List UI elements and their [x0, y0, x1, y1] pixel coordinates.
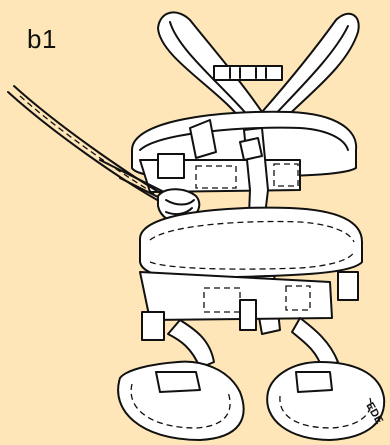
waist-belt-buckle-right	[338, 272, 358, 300]
shoulder-strap-buckle	[214, 66, 282, 80]
connecting-strap-buckle	[240, 138, 262, 160]
sit-harness-waist-belt	[140, 208, 362, 340]
chest-belt-buckle	[158, 154, 184, 178]
waist-belt-buckle-left	[142, 312, 164, 340]
